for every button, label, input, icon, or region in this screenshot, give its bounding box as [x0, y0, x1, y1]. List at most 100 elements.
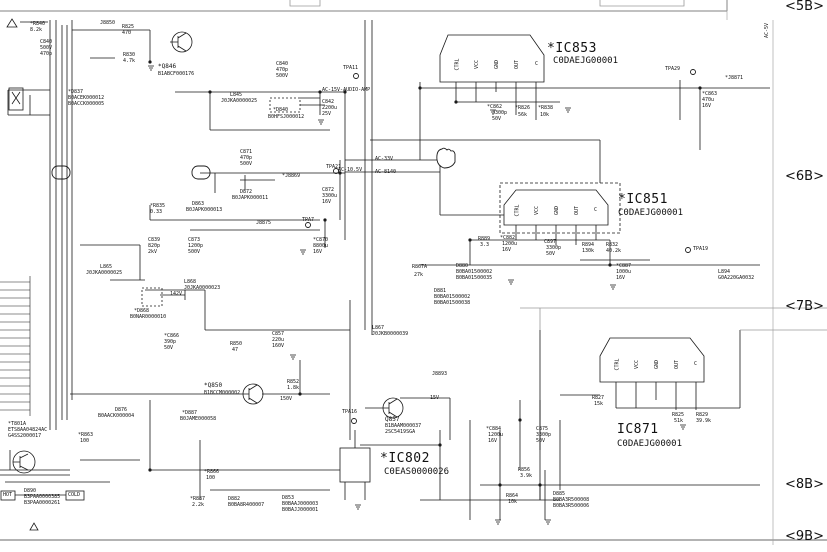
d863-ref: D863 — [192, 201, 205, 207]
rail-label: AC-5V — [764, 22, 771, 39]
test-point-label: TPA7 — [302, 217, 315, 223]
t801-ref: *T801A — [8, 421, 27, 427]
d853-ref: D853 — [282, 495, 295, 501]
section-ref-7b: <7B> — [785, 299, 824, 314]
c846-ref: C840 — [276, 61, 289, 67]
c862-ref: *C862 — [487, 104, 503, 110]
j850-ref: J8850 — [100, 20, 116, 26]
l867-ref: L867 — [372, 325, 385, 331]
d880-ref: D880 — [456, 263, 469, 269]
l845-ref: L845 — [230, 92, 243, 98]
c897-ref: C897 — [544, 239, 557, 245]
d868-ref: *D868 — [134, 308, 150, 314]
l868-ref: L868 — [184, 279, 197, 285]
d881-ref: D881 — [434, 288, 447, 294]
ic851-part: C0DAEJG00001 — [618, 208, 684, 218]
d882-ref: D882 — [228, 496, 241, 502]
c846-value: 470p — [276, 67, 289, 73]
q846-part: B1ABCF000176 — [158, 71, 195, 77]
c857-ref: C857 — [272, 331, 285, 337]
j893-ref: J8893 — [432, 371, 448, 377]
ic-pin-label: C — [535, 61, 539, 67]
r894-ref: R894 — [582, 242, 595, 248]
d887-part: B0JAME000058 — [180, 416, 217, 422]
r852-ref: R852 — [287, 379, 300, 385]
d876-ref: D876 — [115, 407, 128, 413]
r825b-ref: R825 — [672, 412, 685, 418]
d885-ref: D885 — [553, 491, 566, 497]
c863-value: 470u — [702, 97, 715, 103]
voltage-label: 142V — [170, 291, 183, 297]
c871-value: 470p — [240, 155, 253, 161]
d837-part: B0ACEK000012 — [68, 95, 105, 101]
r825-ref: R825 — [122, 24, 135, 30]
c842-volt: 25V — [322, 111, 332, 117]
q857-ref: Q857 — [385, 416, 400, 423]
c882-volt: 16V — [502, 247, 512, 253]
c857-value: 220u — [272, 337, 285, 343]
d880-alt: B0BA01500035 — [456, 275, 493, 281]
c872-value: 3300u — [322, 193, 338, 199]
r830-value: 4.7k — [123, 58, 136, 64]
r866-value: 100 — [206, 475, 216, 481]
ic-pin-label: C — [694, 361, 698, 367]
c882-ref: *C882 — [500, 235, 516, 241]
r863-value: 100 — [80, 438, 90, 444]
c870-value: 8800u — [313, 243, 329, 249]
section-ref-8b: <8B> — [785, 477, 824, 492]
d872-part: B0JAPK000011 — [232, 195, 269, 201]
r838-ref: *R838 — [538, 105, 554, 111]
r840-ref: *R840 — [30, 21, 46, 27]
c840-volt: 500V — [40, 45, 53, 51]
section-ref-5b: <5B> — [785, 0, 824, 14]
ic-pin-label: OUT — [574, 205, 581, 216]
d868-part: B0NAR0000010 — [130, 314, 167, 320]
c862-volt: 50V — [492, 116, 502, 122]
c887-value: 1000u — [616, 269, 632, 275]
r829-ref: R829 — [696, 412, 709, 418]
hand-cursor-icon — [436, 147, 456, 169]
c839-volt: 2kV — [148, 249, 158, 255]
r889-ref: R889 — [478, 236, 491, 242]
ic-pin-label: VCC — [534, 205, 541, 216]
d837-ref: *D837 — [68, 89, 84, 95]
d880-part: B0BA01500002 — [456, 269, 493, 275]
d881-part: B0BA01500002 — [434, 294, 471, 300]
ic802-part: C0EAS0000026 — [384, 467, 450, 477]
c857-volt: 160V — [272, 343, 285, 349]
j869-ref: *J8869 — [282, 173, 301, 179]
voltage-label: 150V — [280, 396, 293, 402]
c887-ref: *C887 — [616, 263, 632, 269]
c871-volt: 500V — [240, 161, 253, 167]
q857-alt: 2SC5419SGA — [385, 429, 416, 435]
ic-pin-label: CTRL — [454, 58, 461, 71]
r889-value: 3.3 — [480, 242, 490, 248]
r863-ref: *R863 — [78, 432, 94, 438]
c882-value: 1200u — [502, 241, 518, 247]
c840-ref: C840 — [40, 39, 53, 45]
r825b-value: 51k — [674, 418, 684, 424]
r887-ref: *R887 — [190, 496, 206, 502]
r887-value: 2.2k — [192, 502, 205, 508]
c897-volt: 50V — [546, 251, 556, 257]
ic-pin-label: VCC — [474, 59, 481, 70]
l894-part: G0A220GA0032 — [718, 275, 755, 281]
c897-value: 3300p — [546, 245, 562, 251]
t801-part: ETS8AA04824AC — [8, 427, 48, 433]
c842-ref: C842 — [322, 99, 335, 105]
c875-value: 3300p — [536, 432, 552, 438]
d890-ref: D890 — [24, 488, 37, 494]
d885-part: B0BA3R500008 — [553, 497, 590, 503]
section-ref-9b: <9B> — [785, 529, 824, 544]
r856-value: 3.9k — [520, 473, 533, 479]
r867a-ref: R867A — [412, 264, 428, 270]
voltage-label: 15V — [430, 395, 440, 401]
d853-part: B0BAAJ000003 — [282, 501, 319, 507]
c870-volt: 16V — [313, 249, 323, 255]
r830-ref: R830 — [123, 52, 136, 58]
c873-ref: C873 — [188, 237, 201, 243]
rail-label: AC-10.5V — [338, 167, 363, 173]
d863-part: B0JAPK000013 — [186, 207, 223, 213]
test-point-label: TPA16 — [342, 409, 358, 415]
c842-value: 2200u — [322, 105, 338, 111]
